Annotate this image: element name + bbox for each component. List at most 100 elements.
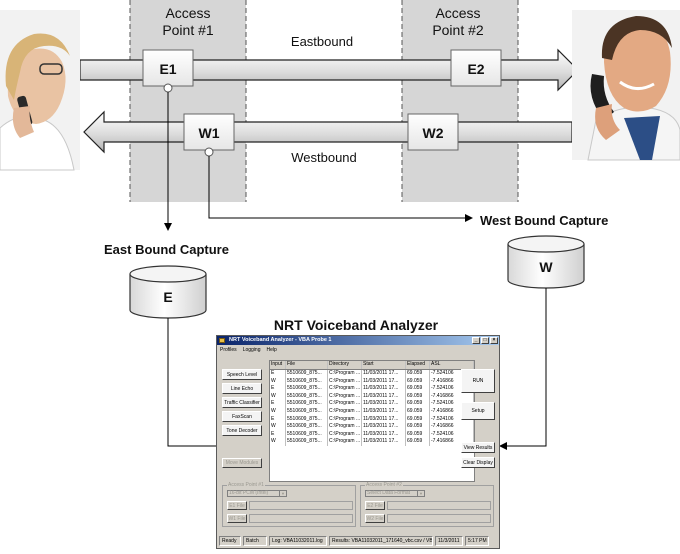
table-cell: 11/03/2011 17... [362,430,406,439]
node-w2-label: W2 [423,125,444,141]
table-cell: W [270,392,286,401]
access-point-1-legend: Access Point #1 [227,482,265,488]
maximize-button[interactable]: □ [481,337,489,344]
access-point-1-format-select[interactable]: 16-bit PCM (Intel) ▼ [227,490,287,497]
table-cell: 69.059 [406,370,430,378]
table-cell: W [270,423,286,431]
traffic-classifier-button[interactable]: Traffic Classifier [222,397,262,408]
east-capture-label: East Bound Capture [104,242,229,257]
speech-level-button[interactable]: Speech Level [222,369,262,380]
column-header-elapsed[interactable]: Elapsed [406,361,430,369]
access-point-1-format-value: 16-bit PCM (Intel) [229,490,269,496]
menu-logging[interactable]: Logging [242,347,261,353]
access-point-2-label-line1: Access [435,5,480,21]
menu-profiles[interactable]: Profiles [220,347,237,353]
table-cell: 69.059 [406,392,430,401]
node-e1 [142,49,194,87]
table-cell: E [270,370,286,378]
voiceband-analyzer-window: NRT Voiceband Analyzer - VBA Probe 1 _ □… [216,335,500,549]
access-point-1-label-line2: Point #1 [162,22,214,38]
setup-button[interactable]: Setup [461,402,495,420]
table-cell: W [270,438,286,446]
table-cell: 5510609_875... [286,370,328,378]
westbound-label: Westbound [291,150,357,165]
table-cell: W [270,407,286,416]
menu-help[interactable]: Help [266,347,277,353]
minimize-button[interactable]: _ [472,337,480,344]
table-cell: 11/03/2011 17... [362,377,406,386]
column-header-file[interactable]: File [286,361,328,369]
e1-tap-point [163,83,173,93]
access-point-1-label-line1: Access [165,5,210,21]
table-cell: 5510609_875... [286,392,328,401]
table-cell: 5510609_875... [286,377,328,386]
w1-file-button[interactable]: W1 File [227,514,247,523]
access-point-2-format-select[interactable]: Select Data Format ▼ [365,490,425,497]
w2-file-button[interactable]: W2 File [365,514,385,523]
run-button[interactable]: RUN [461,369,495,393]
status-time: 5:17 PM [465,536,489,546]
e2-file-button[interactable]: E2 File [365,501,385,510]
node-w1 [183,113,235,151]
status-ready: Ready [219,536,241,546]
line-echo-button[interactable]: Line Echo [222,383,262,394]
east-database-icon [129,265,207,319]
close-button[interactable]: × [490,337,498,344]
access-point-1-group: Access Point #1 16-bit PCM (Intel) ▼ E1 … [222,482,356,527]
column-header-input[interactable]: Input [270,361,286,369]
table-cell: 5510609_875... [286,430,328,439]
table-cell: 5510609_875... [286,415,328,424]
move-modules-button[interactable]: Move Modules [222,458,262,468]
table-cell: 11/03/2011 17... [362,415,406,424]
chevron-down-icon: ▼ [417,491,424,496]
e2-file-field[interactable] [387,501,491,510]
table-cell: 69.059 [406,415,430,424]
column-header-directory[interactable]: Directory [328,361,362,369]
node-w2 [407,113,459,151]
app-title: NRT Voiceband Analyzer - VBA Probe 1 [229,337,332,343]
w1-file-field[interactable] [249,514,353,523]
app-icon [219,338,225,343]
e1-file-button[interactable]: E1 File [227,501,247,510]
e1-file-field[interactable] [249,501,353,510]
analyzer-title: NRT Voiceband Analyzer [274,317,439,333]
table-cell: -7.524106 [430,430,474,439]
west-db-to-analyzer-connector [499,288,547,450]
table-cell: 5510609_875... [286,438,328,446]
table-cell: 11/03/2011 17... [362,370,406,378]
column-header-asl[interactable]: ASL [430,361,474,369]
man-on-phone-photo [572,10,680,161]
column-header-start[interactable]: Start [362,361,406,369]
view-results-button[interactable]: View Results [461,442,495,453]
chevron-down-icon: ▼ [279,491,286,496]
w2-file-field[interactable] [387,514,491,523]
faxscan-button[interactable]: FaxScan [222,411,262,422]
tone-decoder-button[interactable]: Tone Decoder [222,425,262,436]
table-header: Input File Directory Start Elapsed ASL [270,361,474,370]
results-table: Input File Directory Start Elapsed ASL E… [269,360,475,482]
table-cell: -7.416866 [430,392,474,401]
table-cell: 11/03/2011 17... [362,385,406,393]
west-capture-connector [208,156,473,222]
access-point-2-format-value: Select Data Format [367,490,411,496]
app-titlebar: NRT Voiceband Analyzer - VBA Probe 1 _ □… [217,336,499,345]
table-cell: 11/03/2011 17... [362,400,406,408]
status-batch: Batch [243,536,267,546]
east-db-to-analyzer-connector [167,318,225,450]
access-point-2-label-line2: Point #2 [432,22,484,38]
table-cell: 5510609_875... [286,407,328,416]
node-e2-label: E2 [467,61,484,77]
node-e1-label: E1 [159,61,176,77]
clear-display-button[interactable]: Clear Display [461,457,495,468]
